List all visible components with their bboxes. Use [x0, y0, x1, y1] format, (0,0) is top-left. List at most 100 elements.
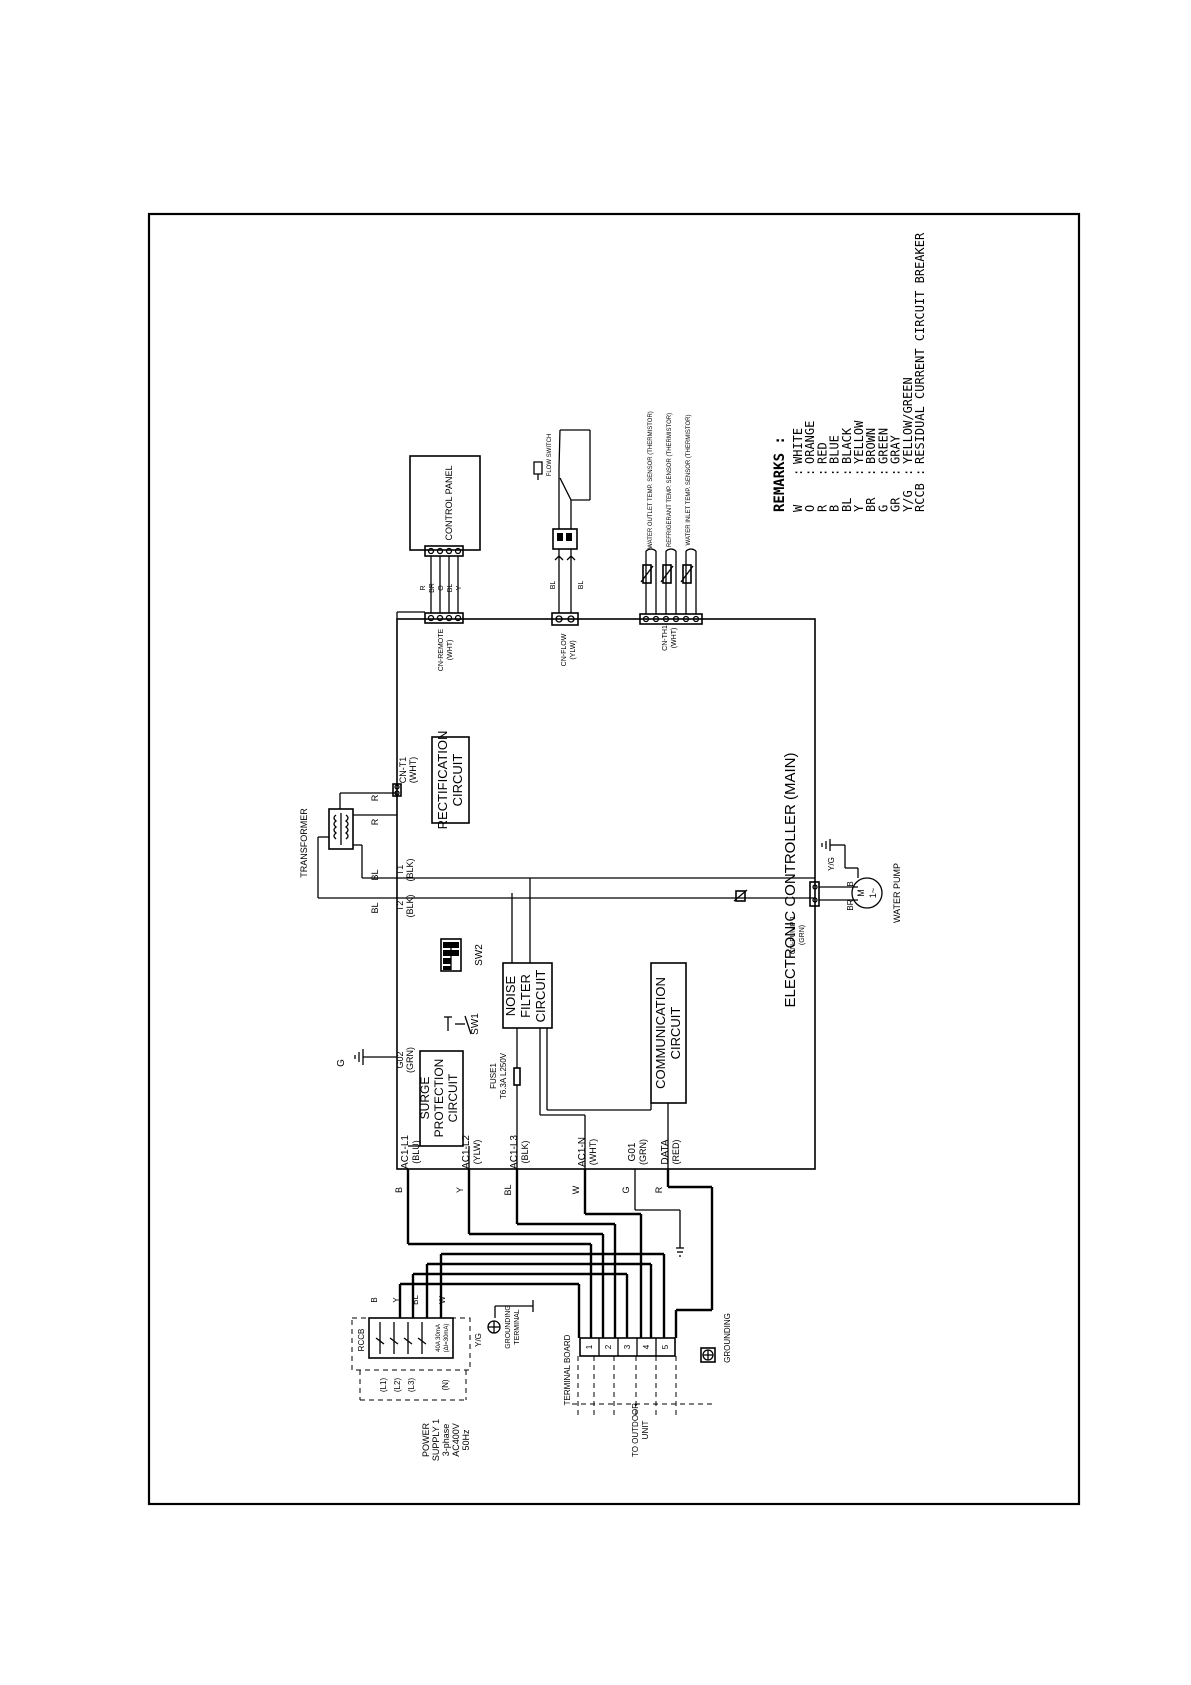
remote-wire-r: R [420, 585, 427, 590]
remarks-code: GR [889, 497, 903, 512]
svg-text:(BLK): (BLK) [405, 858, 415, 881]
remarks-legend: REMARKS : W:WHITEO:ORANGER:REDB:BLUEBL:B… [772, 232, 927, 512]
flow-wire-bl-2: BL [578, 581, 585, 590]
svg-text:UNIT: UNIT [641, 1421, 650, 1440]
terminal-name: AC1-L1 [400, 1135, 411, 1169]
g02-ground-label: G [336, 1059, 347, 1067]
svg-text:CN-REMOTE: CN-REMOTE [438, 628, 445, 671]
terminal-color: (WHT) [588, 1139, 598, 1166]
remarks-name: BLACK [840, 427, 854, 464]
cn-th1-connector: CN-TH1 (WHT) WATER OUTLET TEMP. SENSOR (… [639, 411, 703, 651]
remarks-code: O [803, 505, 817, 512]
grounding-icon [700, 1347, 716, 1363]
bottom-terminal-labels: AC1-L1(BLU)BAC1-L2(YLW)YAC1-L3(BLK)BLAC1… [394, 1135, 681, 1196]
svg-text:T1: T1 [395, 865, 405, 876]
rectification-circuit-label: RECTIFICATION CIRCUIT [435, 731, 465, 830]
surge-protection-circuit-label: SURGE PROTECTION CIRCUIT [418, 1059, 460, 1138]
remarks-code: W [791, 504, 805, 512]
terminal-color: (GRN) [638, 1139, 648, 1165]
remarks-code: Y [852, 504, 866, 512]
sensor-water-inlet-label: WATER INLET TEMP. SENSOR (THERMISTOR) [686, 415, 692, 546]
g02-ground: G G02 (GRN) [336, 1047, 415, 1073]
svg-text:CIRCUIT: CIRCUIT [668, 1007, 683, 1060]
fuse: FUSE1 T6.3A L250V [489, 1052, 521, 1099]
terminal-wire-label: G [621, 1186, 631, 1193]
wire-label-bl-t2: BL [370, 902, 380, 913]
svg-text:CN-FLOW: CN-FLOW [561, 633, 568, 666]
communication-circuit-label: COMMUNICATION CIRCUIT [653, 977, 683, 1089]
terminal-board-number: 5 [661, 1344, 670, 1349]
to-outdoor-unit-label: TO OUTDOOR UNIT [631, 1403, 650, 1457]
flow-wire-bl-1: BL [550, 581, 557, 590]
remarks-separator: : [791, 469, 805, 476]
svg-text:(L2): (L2) [393, 1378, 402, 1393]
thermistor-2 [662, 564, 672, 584]
drawing-frame [147, 212, 1081, 1506]
svg-text:(N): (N) [441, 1379, 450, 1390]
svg-text:(WHT): (WHT) [671, 628, 678, 649]
wire-label-r2: R [370, 818, 380, 825]
wire-label-bl-t1: BL [370, 869, 380, 880]
rccb-rating: 40A 30mA (ΔI=30mA) [436, 1324, 450, 1353]
rccb: RCCB 40A 30mA (ΔI=30mA) (L1) (L2) (L3) (… [351, 1305, 521, 1401]
terminal-wire-label: R [654, 1186, 664, 1193]
internal-wiring [408, 878, 669, 1169]
terminal-name: G01 [627, 1142, 638, 1161]
remarks-separator: : [913, 469, 927, 476]
pump-wire-br: BR [846, 899, 855, 910]
remarks-separator: : [876, 469, 890, 476]
svg-text:NOISE: NOISE [503, 975, 518, 1016]
svg-text:AC400V: AC400V [451, 1423, 461, 1457]
remarks-name: WHITE [791, 428, 805, 464]
flow-switch-label: FLOW SWITCH [547, 434, 553, 477]
terminal-wire-label: B [394, 1187, 404, 1193]
remote-wire-y: Y [456, 585, 463, 590]
water-pump-label: WATER PUMP [892, 863, 902, 923]
remarks-name: ORANGE [803, 421, 817, 464]
thermistor-3 [682, 564, 692, 584]
svg-text:CN-T1: CN-T1 [398, 757, 408, 784]
remarks-separator: : [901, 469, 915, 476]
remarks-name: RESIDUAL CURRENT CIRCUIT BREAKER [913, 232, 927, 464]
terminal-color: (RED) [671, 1140, 681, 1165]
remote-wire-br: BR [429, 583, 436, 593]
grounding-terminal-label: GROUNDING TERMINAL [505, 1305, 521, 1349]
remarks-separator: : [828, 469, 842, 476]
svg-text:TERMINAL: TERMINAL [514, 1309, 521, 1345]
remarks-name: YELLOW [852, 420, 866, 464]
svg-text:(WHT): (WHT) [447, 640, 454, 661]
svg-text:G02: G02 [395, 1051, 405, 1068]
remarks-separator: : [840, 469, 854, 476]
svg-text:TO OUTDOOR: TO OUTDOOR [631, 1403, 640, 1457]
terminal-color: (YLW) [472, 1140, 482, 1165]
pump-motor-icon [851, 877, 883, 909]
terminal-ac1-l2: AC1-L2(YLW) [461, 1135, 482, 1169]
terminal-board-number: 2 [604, 1344, 613, 1349]
remarks-name: BLUE [828, 435, 842, 464]
pump-wire-b: B [846, 881, 855, 886]
svg-text:CN-TH1: CN-TH1 [662, 625, 669, 651]
remarks-separator: : [889, 469, 903, 476]
svg-text:(BLK): (BLK) [405, 894, 415, 917]
terminal-board-number: 4 [642, 1344, 651, 1349]
g02-connector-label: G02 (GRN) [395, 1047, 415, 1073]
sensor-refrigerant-label: REFRIGERANT TEMP. SENSOR (THERMISTOR) [667, 413, 673, 547]
control-panel-box [409, 455, 481, 551]
noise-filter-circuit-label: NOISE FILTER CIRCUIT [503, 970, 548, 1023]
svg-text:T6.3A L250V: T6.3A L250V [499, 1052, 508, 1099]
svg-text:FILTER: FILTER [518, 974, 533, 1018]
svg-text:CIRCUIT: CIRCUIT [450, 754, 465, 807]
remote-wire-bl: BL [447, 584, 454, 593]
remarks-code: BL [840, 498, 854, 512]
noise-filter-circuit-box [502, 962, 553, 1029]
svg-text:FUSE1: FUSE1 [489, 1063, 498, 1089]
svg-text:SURGE: SURGE [418, 1077, 432, 1120]
controller-board [396, 618, 816, 1170]
terminal-wire-label: Y [455, 1187, 465, 1193]
remarks-code: Y/G [901, 490, 915, 512]
remote-wire-o: O [438, 585, 445, 591]
remarks-code: BR [864, 497, 878, 512]
remarks-name: YELLOW/GREEN [901, 377, 915, 464]
